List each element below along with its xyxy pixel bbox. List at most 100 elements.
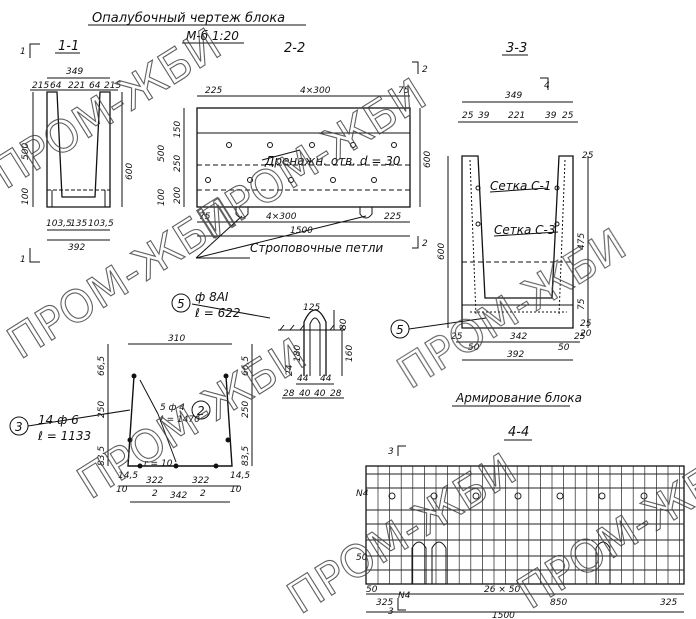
frame-2a: 2 — [152, 489, 158, 499]
s33-dim-25f: 25 — [574, 332, 586, 342]
lifting-loop-right — [359, 207, 373, 219]
s33-dim-75: 75 — [577, 298, 587, 310]
n4-label-bottom: N4 — [398, 591, 411, 601]
s22-dim-100: 100 — [157, 189, 167, 206]
frame-2b: 2 — [200, 489, 206, 499]
section-1-1-title: 1-1 — [58, 39, 79, 54]
s33-dim-475: 475 — [577, 233, 587, 250]
pos5-length: ℓ = 622 — [194, 306, 241, 320]
section-1-1: 1-1 1 1 349 215 64 221 64 215 500 100 — [20, 39, 135, 265]
s33-dim-392: 392 — [507, 350, 524, 360]
loop-dim-28a: 28 — [283, 389, 295, 399]
loop-dim-80: 80 — [339, 318, 349, 330]
loop-dim-24: 24 — [285, 364, 295, 376]
n4-label-left: N4 — [356, 489, 369, 499]
s33-dim-50a: 50 — [468, 343, 480, 353]
s11-dim-135: 135 — [70, 219, 87, 229]
loop-outer — [303, 309, 327, 376]
reinforcement-mesh — [366, 466, 684, 584]
s22-dim-600: 600 — [423, 151, 433, 168]
s44-dim-850: 850 — [550, 598, 567, 608]
section-3-3: 3-3 4 349 25 39 221 39 25 25 600 475 75 — [390, 41, 594, 361]
frame-r10: r = 10 — [144, 459, 173, 469]
loop-detail: 5 ф 8АI ℓ = 622 125 80 180 160 24 44 44 … — [171, 290, 355, 399]
frame-dim-10b: 10 — [230, 485, 242, 495]
s33-dim-25a: 25 — [462, 111, 474, 121]
section-3-marker-top: 3 — [388, 447, 394, 457]
s33-dim-25e: 25 — [451, 332, 463, 342]
callout-5b: 5 — [396, 323, 404, 337]
drawing-title: Опалубочный чертеж блока — [92, 11, 285, 26]
armirovanie-title: Армирование блока — [455, 391, 582, 405]
drainage-holes — [205, 142, 397, 183]
section-2-marker-bottom: 2 — [422, 239, 428, 249]
section-4-4: Армирование блока 4-4 3 3 N4 N4 50 325 2… — [356, 391, 685, 619]
section-4-marker: 4 — [544, 81, 550, 91]
loop-dim-160: 160 — [345, 345, 355, 362]
s11-dim-64b: 64 — [89, 81, 101, 91]
s33-dim-50b: 50 — [558, 343, 570, 353]
s33-dim-349: 349 — [505, 91, 522, 101]
s44-dim-50: 50 — [366, 585, 378, 595]
frame-dim-310: 310 — [168, 334, 185, 344]
s11-dim-64a: 64 — [50, 81, 62, 91]
section-1-1-outline — [46, 91, 111, 208]
s11-dim-100: 100 — [21, 188, 31, 205]
frame-dim-835b: 83,5 — [241, 446, 251, 466]
frame-dim-10a: 10 — [116, 485, 128, 495]
frame-dim-145a: 14,5 — [118, 471, 138, 481]
s22-dim-4x300b: 4×300 — [266, 212, 297, 222]
pos2-bar: 5 ф 4 — [160, 403, 185, 413]
s33-dim-20: 20 — [580, 329, 592, 339]
loop-dim-40b: 40 — [314, 389, 326, 399]
loop-44-right — [595, 541, 611, 584]
section-4-4-title: 4-4 — [508, 425, 529, 440]
s11-dim-221: 221 — [68, 81, 85, 91]
callout-3: 3 — [15, 420, 23, 434]
loop-dim-125: 125 — [303, 303, 320, 313]
s11-dim-392: 392 — [68, 243, 85, 253]
loop-dim-40a: 40 — [299, 389, 311, 399]
section-3-3-title: 3-3 — [506, 41, 527, 56]
loop-dim-44b: 44 — [320, 374, 332, 384]
s33-dim-25d: 25 — [580, 319, 592, 329]
s33-dim-600: 600 — [437, 243, 447, 260]
s33-dim-25b: 25 — [562, 111, 574, 121]
frame-dim-250b: 250 — [241, 401, 251, 418]
s33-dim-39a: 39 — [478, 111, 490, 121]
s22-dim-225b: 225 — [384, 212, 401, 222]
loop-dim-180: 180 — [293, 345, 303, 362]
s44-dim-26x50: 26 × 50 — [484, 585, 520, 595]
s44-dim-50l: 50 — [356, 553, 368, 563]
section-2-2: 2-2 2 2 225 4×300 75 150 500 — [157, 41, 433, 259]
s11-dim-600: 600 — [125, 163, 135, 180]
callout-2: 2 — [197, 404, 205, 418]
loop-44-left — [411, 541, 447, 584]
lifting-loops-label: Строповочные петли — [250, 241, 383, 255]
pos2-length: ℓ = 1470 — [159, 415, 200, 425]
drawing-scale: М-б 1:20 — [186, 29, 239, 43]
title-block: Опалубочный чертеж блока М-б 1:20 — [88, 11, 306, 44]
frame-dim-145b: 14,5 — [230, 471, 250, 481]
section-1-marker-top: 1 — [20, 47, 26, 57]
section-2-2-outline — [196, 107, 411, 208]
section-1-marker-bottom: 1 — [20, 255, 26, 265]
s11-dim-215b: 215 — [104, 81, 121, 91]
drainage-label: Дренажн. отв. d = 30 — [264, 154, 401, 168]
s22-dim-250: 250 — [173, 155, 183, 172]
s22-dim-200: 200 — [173, 187, 183, 204]
s11-dim-215a: 215 — [32, 81, 49, 91]
s11-dim-103a: 103,5 — [46, 219, 72, 229]
pos5-bar: ф 8АI — [195, 290, 229, 304]
s22-dim-75: 75 — [398, 86, 410, 96]
section-2-2-title: 2-2 — [284, 41, 305, 56]
section-2-marker-top: 2 — [422, 65, 428, 75]
s22-dim-1500: 1500 — [290, 226, 313, 236]
frame-dim-250a: 250 — [97, 401, 107, 418]
s44-dim-325b: 325 — [660, 598, 677, 608]
callout-5: 5 — [177, 297, 185, 311]
frame-dim-665b: 66,5 — [241, 356, 251, 376]
s33-dim-39b: 39 — [545, 111, 557, 121]
s22-dim-75b: 75 — [199, 212, 211, 222]
